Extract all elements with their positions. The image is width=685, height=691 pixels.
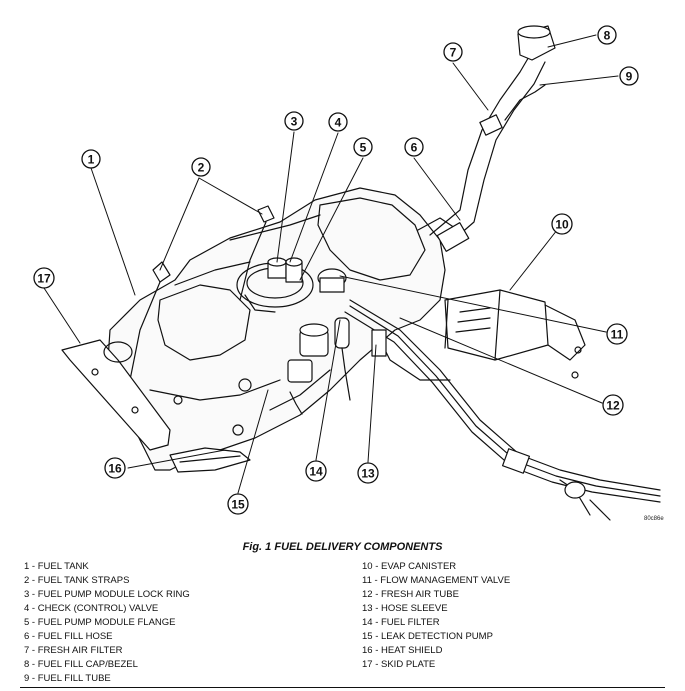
leak-detection-pump [287,323,329,415]
fuel-filter [334,317,351,401]
leader-lines [43,34,619,494]
callout-14: 14 [305,460,327,482]
svg-text:12: 12 [606,399,620,413]
skid-plate [61,339,171,451]
check-valve [285,257,303,283]
legend-item: 11 - FLOW MANAGEMENT VALVE [362,575,511,586]
legend-item: 3 - FUEL PUMP MODULE LOCK RING [24,589,190,600]
legend-right: 10 - EVAP CANISTER 11 - FLOW MANAGEMENT … [362,560,510,672]
svg-text:17: 17 [37,272,51,286]
legend-item: 6 - FUEL FILL HOSE [24,631,113,642]
svg-text:14: 14 [309,465,323,479]
callouts: 1 2 3 4 5 6 7 8 9 10 11 12 13 14 15 16 1… [33,25,639,515]
legend-item: 8 - FUEL FILL CAP/BEZEL [24,659,138,670]
legend-item: 2 - FUEL TANK STRAPS [24,575,130,586]
callout-12: 12 [602,394,624,416]
legend-item: 17 - SKID PLATE [362,659,436,670]
svg-text:11: 11 [611,328,624,342]
legend-item: 7 - FRESH AIR FILTER [24,645,123,656]
svg-text:9: 9 [626,70,633,84]
figure-code: 80c86e [644,516,664,522]
heat-shield [169,447,251,473]
callout-15: 15 [227,493,249,515]
legend-item: 10 - EVAP CANISTER [362,561,457,572]
svg-text:6: 6 [411,141,418,155]
callout-7: 7 [443,42,463,62]
svg-text:16: 16 [108,462,122,476]
callout-16: 16 [104,457,126,479]
legend-item: 9 - FUEL FILL TUBE [24,673,111,684]
callout-13: 13 [357,462,379,484]
figure-caption: Fig. 1 FUEL DELIVERY COMPONENTS [242,541,443,553]
svg-text:15: 15 [231,498,245,512]
callout-6: 6 [404,137,424,157]
callout-1: 1 [81,149,101,169]
svg-text:3: 3 [291,115,298,129]
callout-2: 2 [191,157,211,177]
callout-5: 5 [353,137,373,157]
legend-left: 1 - FUEL TANK 2 - FUEL TANK STRAPS 3 - F… [24,560,190,686]
fuel-tank-straps [129,205,275,421]
callout-9: 9 [619,66,639,86]
callout-11: 11 [606,323,628,345]
legend-item: 12 - FRESH AIR TUBE [362,589,459,600]
fuel-fill-tube [417,54,546,252]
fuel-lines [344,299,661,521]
callout-4: 4 [328,112,348,132]
legend-item: 16 - HEAT SHIELD [362,645,443,656]
legend-item: 5 - FUEL PUMP MODULE FLANGE [24,617,176,628]
legend-item: 4 - CHECK (CONTROL) VALVE [24,603,159,614]
legend-item: 14 - FUEL FILTER [362,617,440,628]
fuel-delivery-diagram: 1 2 3 4 5 6 7 8 9 10 11 12 13 14 15 16 1… [33,25,661,521]
evap-canister [444,289,586,379]
svg-text:8: 8 [604,29,611,43]
fuel-tank [107,187,446,471]
svg-text:7: 7 [450,46,457,60]
fuel-pump-module [236,257,314,313]
callout-17: 17 [33,267,55,289]
svg-text:2: 2 [198,161,205,175]
bottom-rule [20,687,665,688]
flow-management-valve [317,268,347,293]
fresh-air-filter [479,114,503,136]
legend-item: 1 - FUEL TANK [24,561,89,572]
svg-text:1: 1 [88,153,95,167]
callout-10: 10 [551,213,573,235]
svg-text:5: 5 [360,141,367,155]
legend-item: 15 - LEAK DETECTION PUMP [362,631,493,642]
svg-text:10: 10 [555,218,569,232]
svg-text:13: 13 [361,467,375,481]
callout-3: 3 [284,111,304,131]
fuel-fill-cap [517,25,556,61]
legend-item: 13 - HOSE SLEEVE [362,603,448,614]
svg-text:4: 4 [335,116,342,130]
callout-8: 8 [597,25,617,45]
